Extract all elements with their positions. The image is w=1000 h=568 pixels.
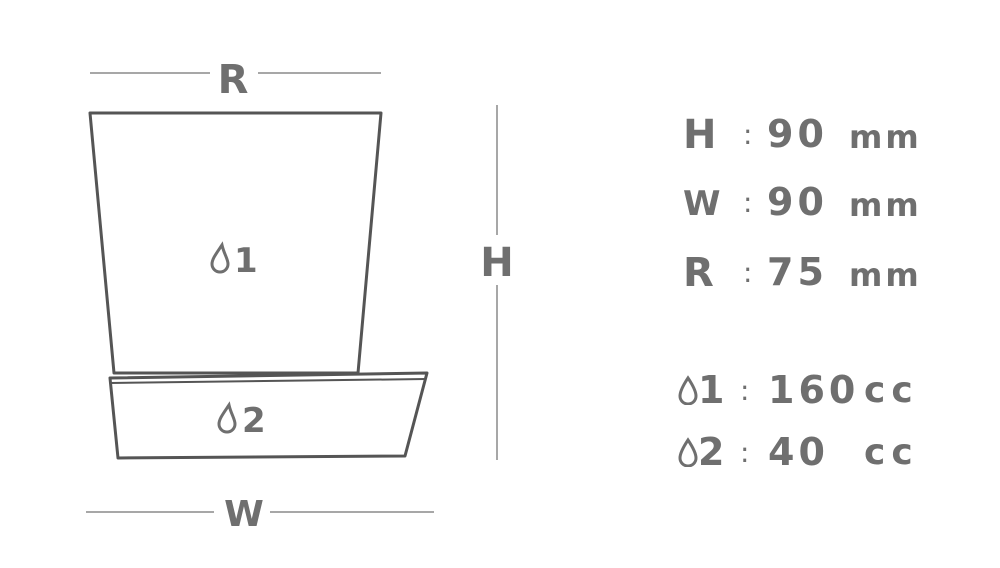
spec-unit: mm: [849, 256, 922, 294]
spec-unit: mm: [849, 118, 922, 156]
saucer-volume-label: 2: [242, 401, 266, 441]
spec-unit: mm: [849, 186, 922, 224]
spec-height: H : 90 mm: [683, 112, 943, 162]
spec-colon: :: [743, 256, 753, 289]
spec-key: H: [683, 112, 717, 158]
width-label: W: [224, 494, 264, 535]
rim-label: R: [218, 57, 249, 103]
spec-key: W: [683, 184, 721, 224]
water-drop-icon: [217, 401, 237, 434]
capacity-unit: cc: [864, 432, 919, 473]
capacity-key: 1: [678, 368, 724, 412]
capacity-index: 2: [698, 430, 725, 474]
spec-value: 90: [767, 112, 828, 156]
spec-value: 75: [767, 250, 828, 294]
capacity-index: 1: [698, 368, 725, 412]
capacity-value: 40: [768, 430, 829, 474]
spec-width: W : 90 mm: [683, 180, 943, 230]
water-drop-icon: [678, 436, 698, 467]
pot-volume-label: 1: [234, 241, 258, 281]
capacity-colon: :: [740, 436, 750, 469]
water-drop-icon: [678, 374, 698, 405]
water-drop-icon: [210, 241, 230, 274]
capacity-pot: 1 : 160 cc: [678, 368, 978, 418]
saucer-rim-line: [109, 378, 427, 384]
spec-colon: :: [743, 186, 753, 219]
spec-value: 90: [767, 180, 828, 224]
capacity-key: 2: [678, 430, 724, 474]
capacity-colon: :: [740, 374, 750, 407]
capacity-saucer: 2 : 40 cc: [678, 430, 978, 480]
spec-rim: R : 75 mm: [683, 250, 943, 300]
height-label: H: [480, 240, 513, 286]
capacity-value: 160: [768, 368, 860, 412]
spec-key: R: [683, 250, 714, 296]
spec-colon: :: [743, 118, 753, 151]
capacity-unit: cc: [864, 370, 919, 411]
saucer-body: [108, 371, 429, 460]
